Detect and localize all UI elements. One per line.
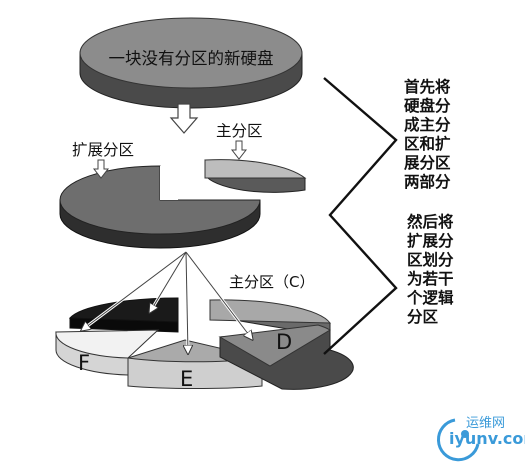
watermark-en: iyunv.com xyxy=(449,429,525,448)
watermark-logo xyxy=(436,418,480,462)
zigzag-bracket xyxy=(323,77,398,355)
extended-partition-label: 扩展分区 xyxy=(72,141,134,159)
primary-partition-label: 主分区 xyxy=(216,122,263,140)
primary-c-label: 主分区（C） xyxy=(229,273,314,291)
note-step-one: 首先将 硬盘分 成主分 区和扩 展分区 两部分 xyxy=(404,78,451,191)
pointer-arrow-extended-icon xyxy=(92,159,110,179)
new-disk-top xyxy=(79,17,303,109)
partition-d-label: D xyxy=(276,330,292,354)
split-arrows-outline xyxy=(82,251,252,353)
note-step-two: 然后将 扩展分 区划分 为若干 个逻辑 分区 xyxy=(407,213,454,326)
bottom-partition-f xyxy=(55,329,160,376)
middle-disk-primary xyxy=(204,159,307,193)
middle-disk-extended xyxy=(59,165,261,249)
pointer-arrow-primary-icon xyxy=(230,140,248,160)
watermark-cn: 运维网 xyxy=(466,416,506,431)
down-arrow-icon xyxy=(169,103,199,134)
new-disk-label: 一块没有分区的新硬盘 xyxy=(109,49,274,68)
partition-f-label: F xyxy=(78,351,90,375)
partition-e-label: E xyxy=(180,367,193,391)
